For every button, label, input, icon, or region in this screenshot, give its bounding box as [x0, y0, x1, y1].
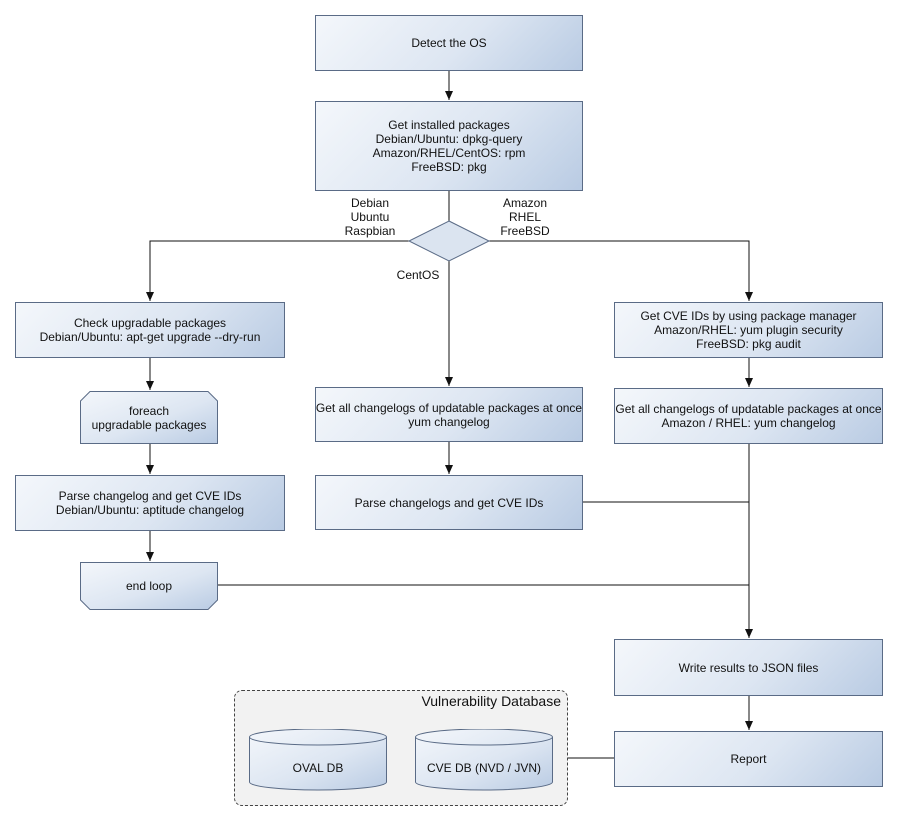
get-installed-packages-step: Get installed packages Debian/Ubuntu: dp… [315, 101, 583, 191]
branch-right-rhel: RHEL [508, 210, 541, 224]
check-upgradable-step: Check upgradable packages Debian/Ubuntu:… [15, 302, 285, 358]
branch-left-debian: Debian [350, 196, 390, 210]
foreach-line-2: upgradable packages [91, 417, 207, 432]
write-json-label: Write results to JSON files [678, 660, 819, 675]
end-loop-label: end loop [125, 579, 173, 593]
parse-debian-line-1: Parse changelog and get CVE IDs [58, 489, 242, 503]
edge-decision-left [146, 240, 409, 301]
parse-changelogs-centos-step: Parse changelogs and get CVE IDs [315, 475, 583, 530]
report-step: Report [614, 731, 883, 787]
check-upgradable-line-1: Check upgradable packages [73, 316, 227, 330]
detect-os-label: Detect the OS [411, 36, 487, 50]
branch-label-right: Amazon RHEL FreeBSD [485, 196, 565, 238]
amazon-changelogs-line-1: Get all changelogs of updatable packages… [615, 402, 882, 416]
report-label: Report [730, 752, 767, 766]
foreach-line-1: foreach [128, 403, 170, 418]
installed-line-3: Amazon/RHEL/CentOS: rpm [372, 146, 526, 160]
edge-decision-right [489, 240, 753, 301]
detect-os-step: Detect the OS [315, 15, 583, 71]
decision-diamond [407, 220, 491, 262]
write-json-step: Write results to JSON files [614, 639, 883, 696]
installed-line-2: Debian/Ubuntu: dpkg-query [375, 132, 523, 146]
cve-pkg-line-3: FreeBSD: pkg audit [696, 337, 801, 351]
installed-line-1: Get installed packages [388, 118, 510, 132]
cve-db-label: CVE DB (NVD / JVN) [426, 761, 541, 775]
vulnerability-database-title: Vulnerability Database [421, 693, 561, 709]
branch-right-amazon: Amazon [502, 196, 548, 210]
get-changelogs-centos-step: Get all changelogs of updatable packages… [315, 387, 583, 442]
cve-pkg-line-2: Amazon/RHEL: yum plugin security [654, 323, 843, 337]
branch-label-left: Debian Ubuntu Raspbian [330, 196, 410, 238]
amazon-changelogs-line-2: Amazon / RHEL: yum changelog [661, 416, 836, 430]
get-changelogs-amazon-step: Get all changelogs of updatable packages… [614, 388, 883, 444]
centos-changelogs-line-2: yum changelog [408, 414, 490, 429]
parse-debian-line-2: Debian/Ubuntu: aptitude changelog [55, 503, 245, 517]
parse-changelog-debian-step: Parse changelog and get CVE IDs Debian/U… [15, 475, 285, 531]
branch-right-freebsd: FreeBSD [500, 224, 550, 238]
cve-db-cylinder: CVE DB (NVD / JVN) [415, 729, 553, 791]
branch-label-down: CentOS [378, 268, 458, 282]
branch-left-raspbian: Raspbian [344, 224, 396, 238]
branch-down-centos: CentOS [396, 268, 440, 282]
foreach-loop-start: foreach upgradable packages [80, 391, 218, 444]
branch-left-ubuntu: Ubuntu [350, 210, 390, 224]
oval-db-label: OVAL DB [292, 761, 344, 775]
centos-changelogs-line-1: Get all changelogs of updatable packages… [315, 400, 583, 415]
cve-pkg-line-1: Get CVE IDs by using package manager [640, 309, 857, 323]
oval-db-cylinder: OVAL DB [249, 729, 387, 791]
end-loop: end loop [80, 562, 218, 610]
parse-centos-label: Parse changelogs and get CVE IDs [354, 495, 544, 510]
installed-line-4: FreeBSD: pkg [411, 160, 487, 174]
get-cve-pkg-manager-step: Get CVE IDs by using package manager Ama… [614, 302, 883, 358]
check-upgradable-line-2: Debian/Ubuntu: apt-get upgrade --dry-run [39, 330, 261, 344]
